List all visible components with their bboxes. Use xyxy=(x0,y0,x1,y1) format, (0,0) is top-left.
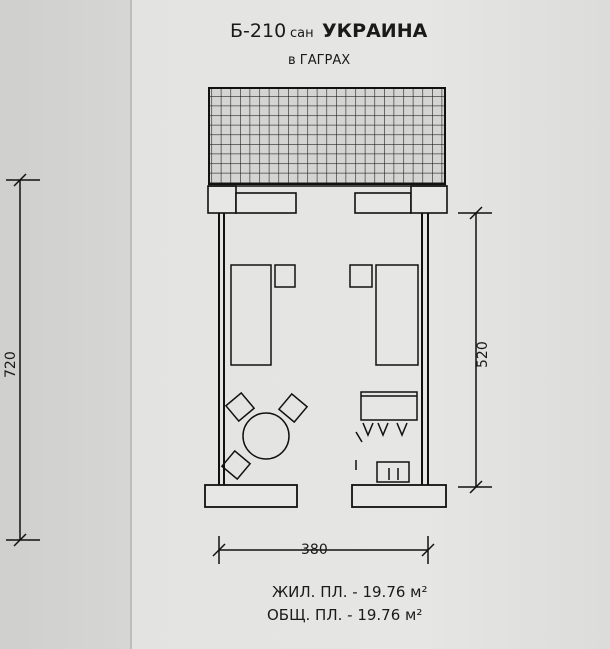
dimension-total-length xyxy=(6,173,40,547)
total-area-note: ОБЩ. ПЛ. - 19.76 м² xyxy=(267,606,422,624)
title-prefix: Б-210 xyxy=(230,20,286,42)
sink-unit xyxy=(355,460,410,483)
dimension-label-520: 520 xyxy=(475,341,491,368)
dimension-label-380: 380 xyxy=(301,542,328,558)
entry-wall xyxy=(204,484,447,508)
balcony-tiled-floor xyxy=(208,87,446,185)
title-subtitle: в ГАГРАХ xyxy=(288,53,350,68)
room-walls xyxy=(218,213,429,485)
wardrobe-unit xyxy=(355,391,418,443)
dimension-label-720: 720 xyxy=(3,351,19,378)
living-area-note: ЖИЛ. ПЛ. - 19.76 м² xyxy=(272,583,428,601)
bed-left xyxy=(230,264,296,366)
dimension-width xyxy=(212,536,435,564)
balcony-rail xyxy=(207,185,448,214)
title-name: УКРАИНА xyxy=(322,20,428,42)
title-small: сан xyxy=(290,26,314,41)
bed-right xyxy=(349,264,419,366)
dimension-room-length xyxy=(458,206,492,494)
round-table-with-chairs xyxy=(220,391,309,481)
